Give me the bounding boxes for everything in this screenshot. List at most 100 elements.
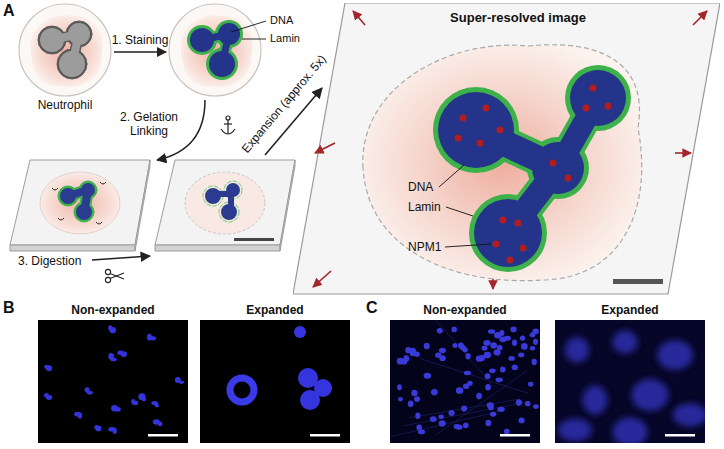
nucleus-blob	[398, 397, 403, 402]
nucleus-blob	[131, 399, 138, 405]
micrograph-panel: Non-expanded	[38, 302, 188, 445]
nucleus-blob	[510, 327, 516, 333]
illustration-part	[10, 160, 150, 245]
illustration-part	[40, 28, 64, 52]
image-ground	[38, 320, 188, 443]
nucleus-blob	[613, 331, 638, 354]
nucleus-blob	[403, 355, 409, 362]
illustration-part	[605, 103, 612, 110]
nucleus-blob	[418, 430, 425, 435]
nucleus-blob	[294, 326, 332, 410]
illustration-part	[76, 204, 92, 220]
nucleus-blob	[411, 390, 417, 396]
expansion-arrows	[313, 11, 707, 289]
nucleus-blob	[483, 340, 490, 346]
micrograph-image	[555, 320, 705, 443]
illustration-part	[226, 116, 230, 120]
illustration-part	[205, 183, 240, 220]
nucleus-blob	[452, 343, 457, 348]
gel-slab	[155, 160, 295, 251]
scissors-icon	[105, 269, 124, 282]
illustration-part	[185, 172, 265, 234]
nucleus-blob	[495, 378, 502, 383]
illustration-part	[227, 120, 228, 134]
illustration-part	[110, 273, 124, 279]
nucleus-blob	[673, 404, 705, 427]
nucleus-blob	[512, 339, 517, 346]
illustration-part	[206, 48, 238, 80]
cell-illustration: Neutrophil	[17, 2, 113, 114]
nucleus-blob	[490, 342, 497, 348]
illustration-part	[58, 186, 78, 206]
illustration-part	[433, 87, 519, 173]
leader-line	[439, 165, 491, 247]
nucleus-blob	[108, 427, 117, 434]
nucleus-blob	[85, 387, 93, 394]
illustration-part	[438, 70, 626, 267]
micrograph-frame	[555, 320, 705, 443]
illustration-part	[105, 269, 110, 274]
micrograph-frame	[390, 320, 540, 443]
nucleus-blob	[153, 419, 163, 426]
leader-line	[242, 39, 266, 40]
nucleus-blob	[448, 410, 454, 416]
node-text: Expanded	[555, 303, 705, 317]
nucleus-blob	[465, 353, 470, 360]
illustration-part	[363, 45, 642, 281]
nucleus-blob	[467, 381, 473, 386]
nucleus-blob	[397, 384, 402, 390]
nucleus-blob	[476, 393, 482, 400]
illustration-part	[433, 65, 631, 272]
nucleus-blob	[439, 420, 446, 426]
node-text: Neutrophil	[17, 98, 113, 112]
illustration-part	[155, 160, 295, 245]
nucleus-blob	[499, 330, 504, 336]
illustration-part	[570, 70, 626, 126]
micrograph-image	[38, 320, 188, 443]
illustration-part	[60, 188, 76, 204]
expanded-cell	[358, 38, 648, 288]
nucleus-blob	[485, 420, 491, 426]
scale-bar	[665, 434, 695, 437]
illustration-part	[169, 4, 261, 96]
node-text: Expanded	[200, 303, 350, 317]
illustration-part	[474, 199, 542, 267]
nucleus-blob	[74, 412, 82, 419]
nucleus-blob	[478, 355, 485, 361]
anchor-icon	[221, 116, 235, 134]
illustration-part	[590, 85, 597, 92]
illustration-part	[218, 23, 240, 45]
nucleus-blob	[44, 365, 52, 372]
illustration-part	[445, 244, 491, 247]
image-ground	[200, 320, 350, 443]
illustration-part	[190, 28, 214, 52]
illustration-part	[40, 23, 90, 77]
illustration-part	[221, 129, 235, 134]
illustration-part	[300, 390, 320, 410]
illustration-part	[455, 135, 462, 142]
nucleus-blob	[147, 334, 156, 341]
illustration-part	[121, 351, 127, 357]
nucleus-blob	[481, 345, 487, 350]
nucleus-blob	[94, 425, 101, 431]
illustration-part	[114, 407, 120, 412]
micrograph-panel: Non-expanded	[390, 302, 540, 445]
illustration-part	[135, 160, 150, 251]
illustration-part	[477, 140, 484, 147]
illustration-part	[38, 26, 66, 54]
illustration-part	[46, 395, 52, 400]
illustration-part	[353, 11, 365, 25]
illustration-part	[565, 175, 572, 182]
nucleus-blob	[151, 401, 159, 408]
npm1-dots	[455, 85, 612, 264]
nucleus-blob	[504, 429, 510, 435]
panel-letter: A	[3, 1, 15, 20]
nucleus-blob	[437, 328, 443, 334]
nucleus-blob	[490, 412, 496, 417]
nucleus-blob	[415, 413, 420, 419]
nucleus-blob	[525, 401, 531, 406]
node-text: Lamin	[408, 200, 441, 214]
nucleus-blob	[516, 400, 522, 405]
node-text: Super-resolved image	[353, 10, 683, 26]
